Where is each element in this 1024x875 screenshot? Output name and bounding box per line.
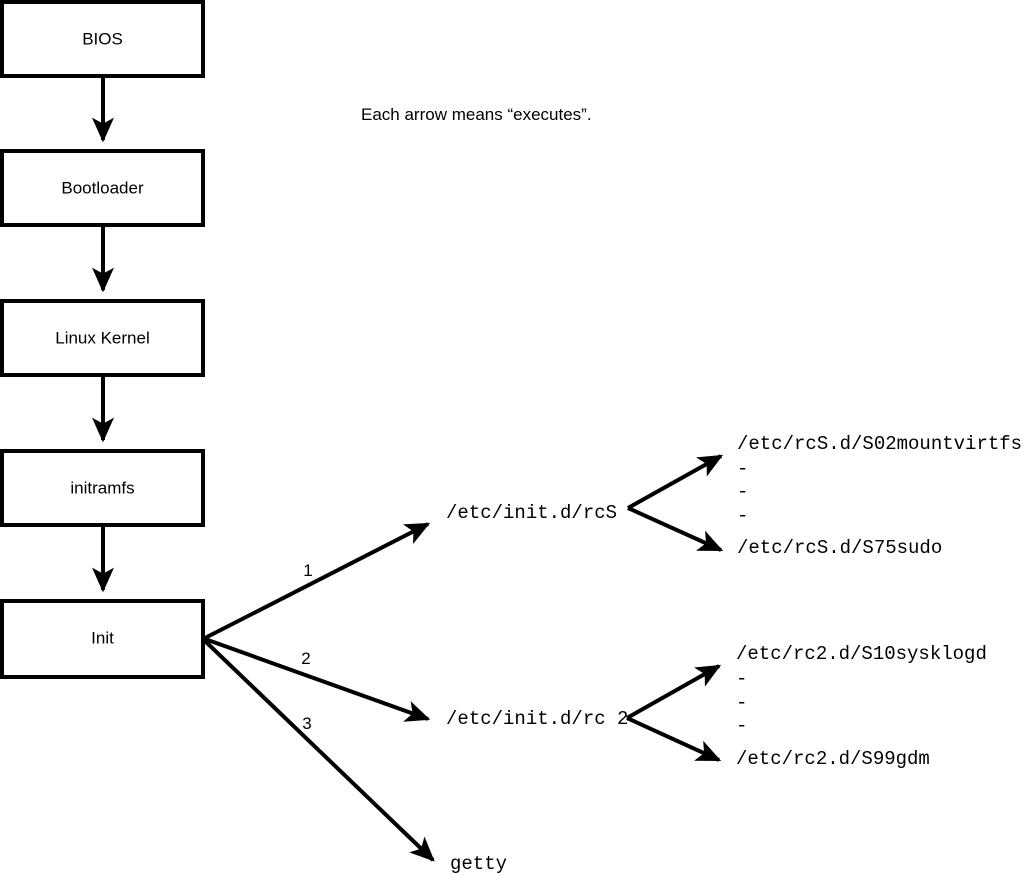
rcS-scripts-group: /etc/rcS.d/S02mountvirtfs /etc/rcS.d/S75… (627, 433, 1022, 559)
branch-2-number: 2 (301, 649, 310, 668)
node-initramfs-label: initramfs (70, 478, 134, 497)
node-bios-label: BIOS (82, 29, 123, 48)
branch-3-number: 3 (302, 714, 311, 733)
node-linux-kernel[interactable]: Linux Kernel (0, 299, 205, 377)
branch-2-target-label: /etc/init.d/rc 2 (446, 708, 628, 730)
rcS-last-script-arrow (627, 506, 724, 552)
node-init[interactable]: Init (0, 599, 205, 679)
rc2-last-script-label: /etc/rc2.d/S99gdm (736, 748, 930, 770)
branch-3-target-label: getty (450, 853, 507, 875)
node-bios[interactable]: BIOS (0, 0, 205, 78)
node-bootloader-rect (0, 149, 205, 227)
branch-2-arrow (204, 637, 431, 722)
branch-1-target-label: /etc/init.d/rcS (446, 502, 617, 524)
node-bootloader-label: Bootloader (61, 178, 144, 197)
rc2-ellipsis-dash-2: - (736, 692, 747, 714)
rc2-ellipsis-dash-1: - (736, 668, 747, 690)
node-linux-kernel-label: Linux Kernel (55, 328, 150, 347)
branch-1-group[interactable]: 1 /etc/init.d/rcS (204, 502, 617, 640)
branch-1-arrow (204, 522, 431, 640)
rc2-first-script-arrow (626, 664, 722, 720)
rcS-first-script-label: /etc/rcS.d/S02mountvirtfs (737, 433, 1022, 455)
branch-1-number: 1 (303, 561, 312, 580)
node-init-rect (0, 599, 205, 679)
node-bootloader[interactable]: Bootloader (0, 149, 205, 227)
rcS-ellipsis-dash-3: - (737, 505, 748, 527)
node-initramfs[interactable]: initramfs (0, 449, 205, 527)
branch-3-group[interactable]: 3 getty (203, 639, 507, 875)
rcS-first-script-arrow (627, 454, 724, 510)
branch-3-arrow (203, 639, 435, 862)
rc2-scripts-group: /etc/rc2.d/S10sysklogd /etc/rc2.d/S99gdm… (626, 643, 987, 770)
rc2-last-script-arrow (626, 716, 722, 762)
node-linux-kernel-rect (0, 299, 205, 377)
branch-2-group[interactable]: 2 /etc/init.d/rc 2 (204, 637, 628, 730)
rcS-ellipsis-dash-1: - (737, 458, 748, 480)
node-initramfs-rect (0, 449, 205, 527)
rc2-ellipsis-dash-3: - (736, 715, 747, 737)
node-init-label: Init (91, 628, 114, 647)
node-bios-rect (0, 0, 205, 78)
diagram-caption: Each arrow means “executes”. (361, 105, 592, 124)
rcS-last-script-label: /etc/rcS.d/S75sudo (737, 537, 942, 559)
process-boxes: BIOS Bootloader Linux Kernel initramfs I… (0, 0, 205, 679)
init-branches: 1 /etc/init.d/rcS 2 /etc/init.d/rc 2 3 g… (203, 502, 628, 875)
rcS-ellipsis-dash-2: - (737, 481, 748, 503)
rc2-first-script-label: /etc/rc2.d/S10sysklogd (736, 643, 987, 665)
